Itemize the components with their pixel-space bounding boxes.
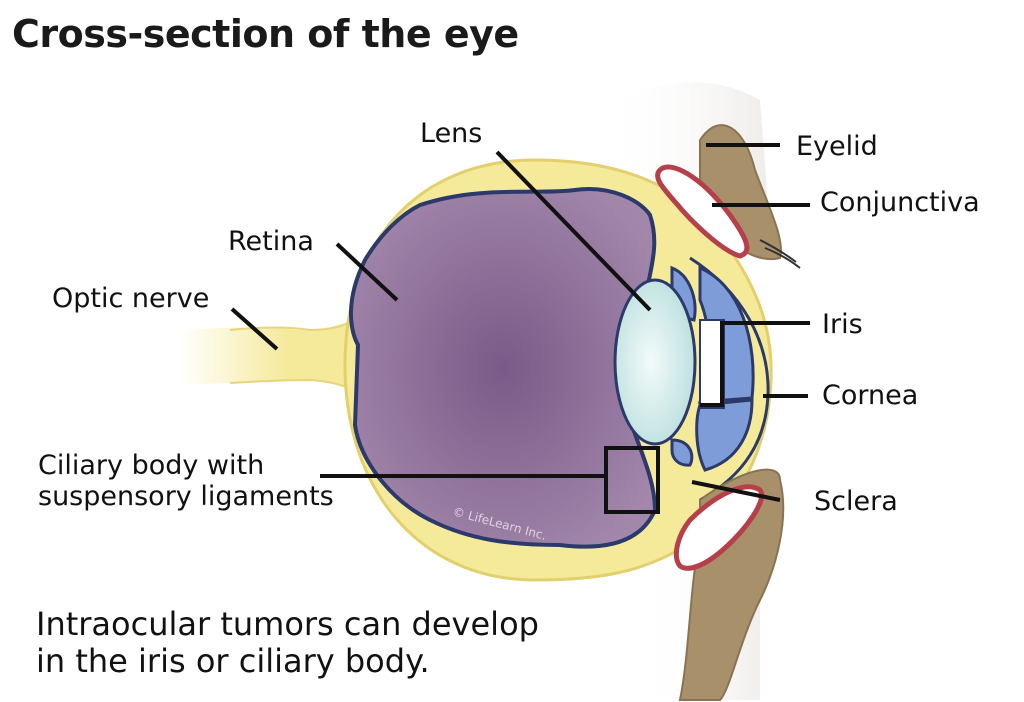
conjunctiva-lower xyxy=(673,484,765,571)
leader-iris xyxy=(700,321,810,407)
label-cornea: Cornea xyxy=(822,380,919,411)
leader-optic-nerve xyxy=(230,307,279,351)
label-ciliary-line1: Ciliary body with xyxy=(38,450,265,481)
caption-line2: in the iris or ciliary body. xyxy=(36,641,430,680)
label-optic-nerve: Optic nerve xyxy=(52,283,210,314)
optic-nerve xyxy=(180,318,362,394)
conjunctiva-upper xyxy=(655,164,750,259)
label-ciliary-line2: suspensory ligaments xyxy=(38,481,334,513)
ciliary-body-box xyxy=(604,446,660,514)
label-ciliary-body: Ciliary body with suspensory ligaments xyxy=(38,450,334,512)
leader-retina xyxy=(335,242,399,302)
vitreous-body xyxy=(349,187,658,549)
label-lens: Lens xyxy=(420,118,483,149)
label-retina: Retina xyxy=(228,226,314,257)
caption-line1: Intraocular tumors can develop xyxy=(36,605,539,643)
eyelashes xyxy=(759,239,801,269)
label-sclera: Sclera xyxy=(814,486,898,517)
ciliary-lower-small xyxy=(670,438,694,467)
label-iris: Iris xyxy=(822,309,863,340)
caption: Intraocular tumors can develop in the ir… xyxy=(36,606,656,680)
label-eyelid: Eyelid xyxy=(796,131,878,162)
label-conjunctiva: Conjunctiva xyxy=(820,187,980,218)
page-title: Cross-section of the eye xyxy=(12,12,519,56)
lens-shape xyxy=(613,278,697,446)
iris-lower xyxy=(695,398,754,472)
leader-lens xyxy=(495,150,652,312)
leader-sclera xyxy=(691,480,781,502)
